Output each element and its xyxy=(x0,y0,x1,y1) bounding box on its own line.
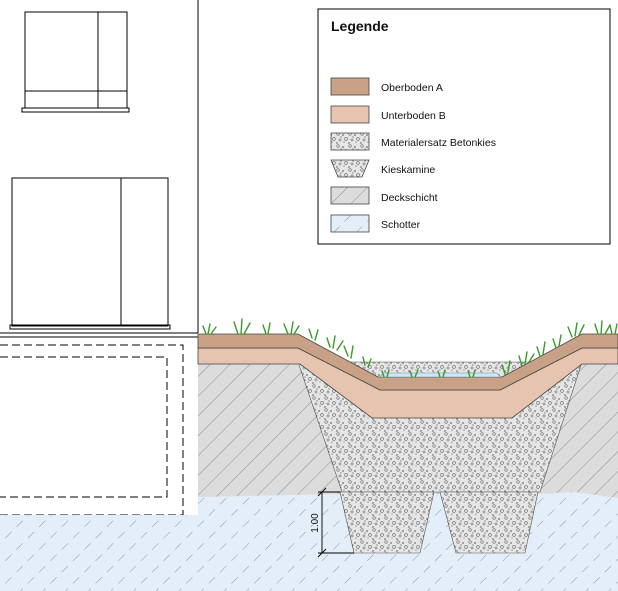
window-upper xyxy=(21,11,130,113)
legend-item-gravel: Materialersatz Betonkies xyxy=(330,132,496,151)
topsoil-layer xyxy=(197,333,618,391)
legend-label: Oberboden A xyxy=(381,82,443,94)
legend-swatch-cover xyxy=(330,186,370,205)
dimension-marker: 1.00 xyxy=(310,487,354,558)
legend-swatch-chimney xyxy=(330,159,370,178)
legend-item-chimney: Kieskamine xyxy=(330,159,435,178)
dimension-label: 1.00 xyxy=(310,513,321,533)
gravel-chimney-right xyxy=(439,491,539,554)
legend-item-ballast: Schotter xyxy=(330,214,421,233)
legend-swatch-gravel xyxy=(330,132,370,151)
grass xyxy=(202,318,618,378)
legend-label: Unterboden B xyxy=(381,110,446,122)
legend-label: Deckschicht xyxy=(381,192,438,204)
legend-item-topsoil: Oberboden A xyxy=(330,77,443,96)
legend-label: Materialersatz Betonkies xyxy=(381,137,496,149)
gravel-chimney-left xyxy=(339,491,435,554)
ground-section xyxy=(0,333,618,591)
window-lower xyxy=(9,177,171,330)
legend-box xyxy=(317,8,611,245)
legend-item-cover: Deckschicht xyxy=(330,186,438,205)
legend-swatch-subsoil xyxy=(330,105,370,124)
legend-label: Kieskamine xyxy=(381,164,435,176)
building-outline xyxy=(0,0,199,516)
ballast-layer-left xyxy=(0,515,198,591)
legend: Legende Oberboden A Unterboden B Materia… xyxy=(317,8,611,245)
legend-swatch-topsoil xyxy=(330,77,370,96)
legend-item-subsoil: Unterboden B xyxy=(330,105,446,124)
legend-title: Legende xyxy=(331,18,389,34)
legend-swatch-ballast xyxy=(330,214,370,233)
basement-outline xyxy=(0,344,184,516)
legend-label: Schotter xyxy=(381,219,421,231)
